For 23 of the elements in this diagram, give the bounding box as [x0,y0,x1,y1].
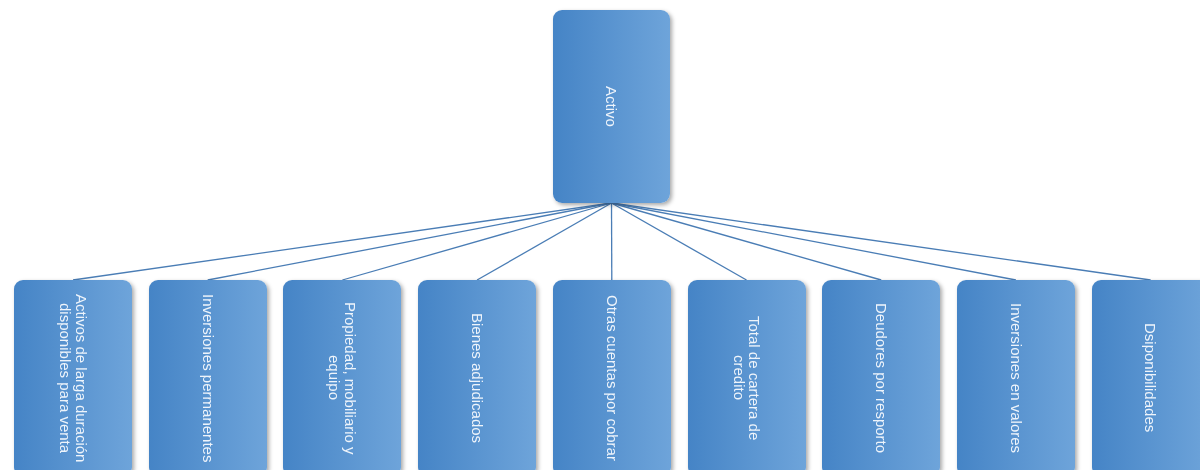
box-label: Activos de larga duración disponibles para venta [57,293,89,463]
category-box [148,280,267,470]
box-label: Total de cartera de credito [730,314,763,443]
category-box [822,280,941,470]
box-label: Dsiponibilidades [1142,323,1159,433]
box-label: Otras cuentas por cobrar [603,295,620,461]
category-box [14,280,132,470]
box-label: Deudores por resporto [873,302,890,454]
category-box [283,280,402,470]
category-box [418,280,537,470]
connector-line [476,202,613,281]
category-box [956,280,1075,470]
box-label: Bienes adjudicados [469,312,485,444]
category-box [1091,280,1200,470]
root-box [553,10,670,203]
box-label: Propiedad, mobiliario y equipo [326,300,359,457]
connector-line [610,202,748,281]
box-label: Activo [603,86,620,127]
category-box [687,280,806,470]
category-box [552,280,671,470]
connector-line [610,202,613,281]
box-label: Inversiones permanentes [199,293,216,463]
box-label: Inversiones en valores [1008,302,1024,454]
